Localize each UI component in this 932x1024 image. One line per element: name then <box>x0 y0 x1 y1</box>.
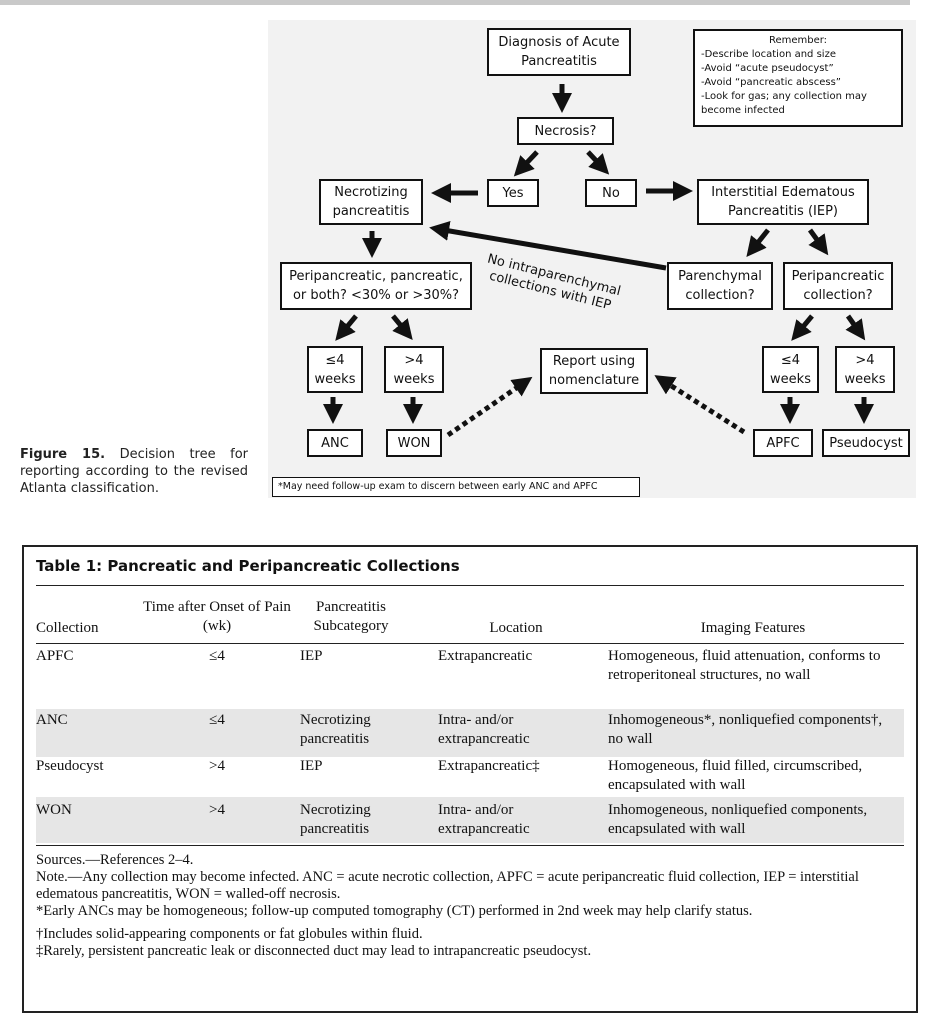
table-title: Table 1: Pancreatic and Peripancreatic C… <box>36 557 460 575</box>
arrow-necrosis-to-no <box>586 150 610 175</box>
arrow-peripancreatic-to-right-le4 <box>791 314 814 341</box>
header-imaging: Imaging Features <box>700 620 806 636</box>
note-ddagger: ‡Rarely, persistent pancreatic leak or d… <box>36 943 592 959</box>
node-report: Report using nomenclature <box>540 348 648 394</box>
arrow-parenchymal-to-necrotizing <box>429 220 667 271</box>
cell-collection: APFC <box>36 648 74 664</box>
note-star: *Early ANCs may be homogeneous; follow-u… <box>36 903 753 919</box>
remember-item: -Avoid “acute pseudocyst” <box>701 63 834 74</box>
node-apfc: APFC <box>753 429 813 457</box>
node-necrosis: Necrosis? <box>517 117 614 145</box>
table-notes: Sources.—References 2–4. Note.—Any colle… <box>36 852 906 960</box>
node-left-gt4-weeks: >4 weeks <box>384 346 444 393</box>
remember-item: -Look for gas; any collection may become… <box>701 91 867 116</box>
node-peri-pancreatic-question: Peripancreatic, pancreatic, or both? <30… <box>280 262 472 310</box>
header-subcategory: Pancreatitis Subcategory <box>313 599 389 634</box>
rule-bottom <box>36 845 904 846</box>
figure-footnote: *May need follow-up exam to discern betw… <box>272 477 640 497</box>
cell-subcategory: IEP <box>300 758 323 774</box>
rule-top <box>36 585 904 586</box>
node-left-le4-weeks: ≤4 weeks <box>307 346 363 393</box>
node-iep: Interstitial Edematous Pancreatitis (IEP… <box>697 179 869 225</box>
node-pseudocyst: Pseudocyst <box>822 429 910 457</box>
remember-title: Remember: <box>768 35 828 46</box>
remember-item: -Avoid “pancreatic abscess” <box>701 77 841 88</box>
arrow-peri-to-left-le4 <box>335 314 358 341</box>
cell-collection: Pseudocyst <box>36 758 104 774</box>
cell-time: >4 <box>209 758 225 774</box>
rule-header <box>36 643 904 644</box>
header-location: Location <box>489 620 543 636</box>
arrow-necrosis-to-yes <box>513 150 539 177</box>
remember-item: -Describe location and size <box>701 49 836 60</box>
node-anc: ANC <box>307 429 363 457</box>
cell-location: Intra- and/or extrapancreatic <box>438 802 530 837</box>
node-yes: Yes <box>487 179 539 207</box>
cell-time: >4 <box>209 802 225 818</box>
arrow-peripancreatic-to-right-gt4 <box>845 314 866 341</box>
table-1: Table 1: Pancreatic and Peripancreatic C… <box>22 545 918 1013</box>
cell-location: Intra- and/or extrapancreatic <box>438 712 530 747</box>
row-shade-anc <box>36 709 904 757</box>
flowchart-arrows <box>323 84 874 438</box>
cell-imaging: Inhomogeneous*, nonliquefied components†… <box>608 712 883 747</box>
caption-text: Decision tree for reporting according to… <box>20 447 248 496</box>
node-no: No <box>585 179 637 207</box>
cell-collection: ANC <box>36 712 68 728</box>
cell-time: ≤4 <box>209 648 225 664</box>
node-peripancreatic-collection: Peripancreatic collection? <box>783 262 893 310</box>
dashed-arrow-apfc-to-report <box>654 375 746 435</box>
cell-location: Extrapancreatic <box>438 648 533 664</box>
cell-imaging: Homogeneous, fluid attenuation, conforms… <box>608 648 881 683</box>
cell-subcategory: Necrotizing pancreatitis <box>300 802 371 837</box>
node-diagnosis: Diagnosis of Acute Pancreatitis <box>487 28 631 76</box>
cell-subcategory: IEP <box>300 648 323 664</box>
cell-subcategory: Necrotizing pancreatitis <box>300 712 371 747</box>
arrow-iep-to-peripancreatic <box>807 228 829 256</box>
remember-box: Remember: -Describe location and size -A… <box>693 29 903 127</box>
note-dagger: †Includes solid-appearing components or … <box>36 926 423 942</box>
note-abbreviations: Note.—Any collection may become infected… <box>36 869 859 902</box>
header-time: Time after Onset of Pain (wk) <box>143 599 291 634</box>
figure-caption: Figure 15. Decision tree for reporting a… <box>20 446 248 497</box>
cell-imaging: Inhomogeneous, nonliquefied components, … <box>608 802 868 837</box>
cell-collection: WON <box>36 802 72 818</box>
row-shade-won <box>36 797 904 843</box>
cell-time: ≤4 <box>209 712 225 728</box>
node-right-le4-weeks: ≤4 weeks <box>762 346 819 393</box>
note-sources: Sources.—References 2–4. <box>36 852 194 868</box>
node-won: WON <box>386 429 442 457</box>
node-necrotizing: Necrotizing pancreatitis <box>319 179 423 225</box>
caption-label: Figure 15. <box>20 447 106 462</box>
header-collection: Collection <box>36 620 99 636</box>
arrow-iep-to-parenchymal <box>746 228 770 258</box>
node-right-gt4-weeks: >4 weeks <box>835 346 895 393</box>
dashed-arrow-won-to-report <box>446 376 533 438</box>
cell-imaging: Homogeneous, fluid filled, circumscribed… <box>608 758 863 793</box>
node-parenchymal: Parenchymal collection? <box>667 262 773 310</box>
cell-location: Extrapancreatic‡ <box>438 758 540 774</box>
arrow-peri-to-left-gt4 <box>391 314 413 340</box>
top-border-bar <box>0 0 910 5</box>
